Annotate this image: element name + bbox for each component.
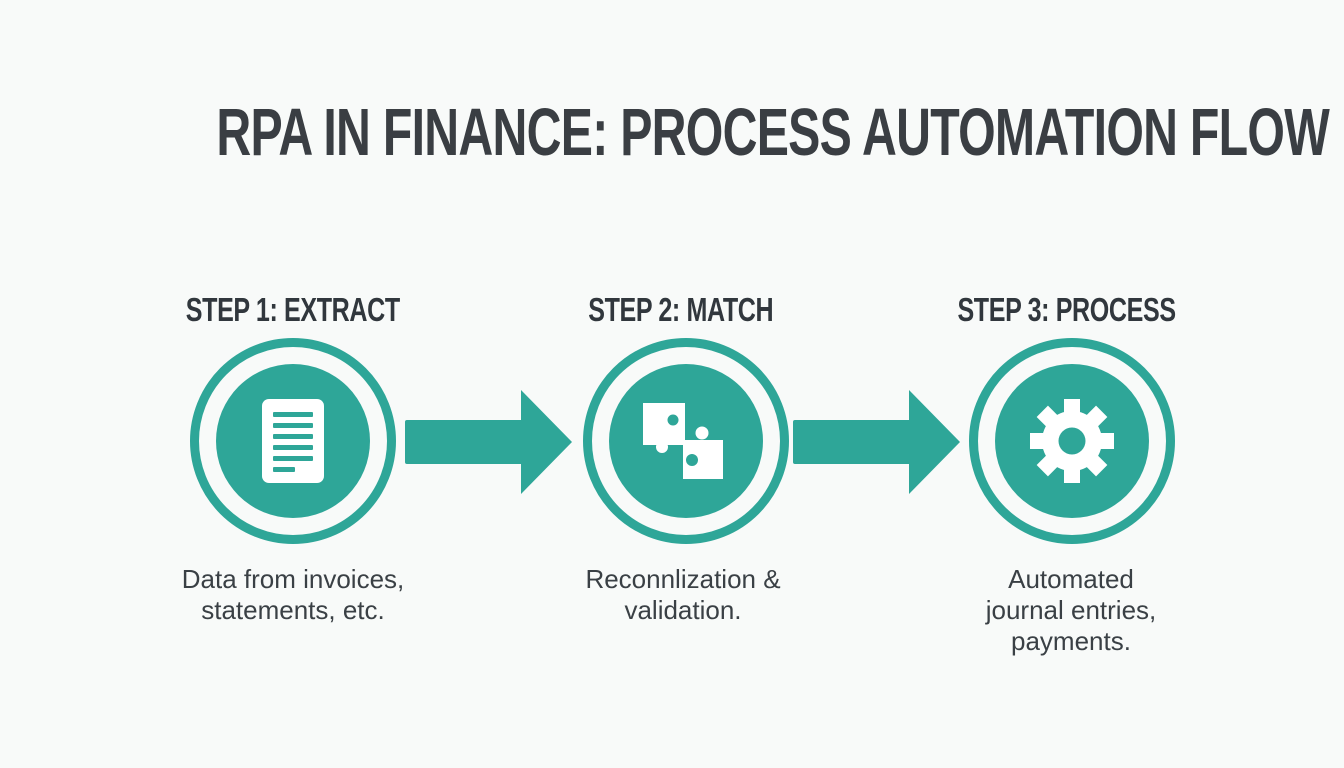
puzzle-icon — [643, 403, 723, 479]
step-3-badge-core — [995, 364, 1149, 518]
step-2-badge-ring — [583, 338, 789, 544]
step-1-heading: STEP 1: EXTRACT — [185, 291, 401, 328]
page-title: RPA IN FINANCE: PROCESS AUTOMATION FLOW — [0, 94, 1344, 171]
flow-arrow-2 — [793, 390, 960, 494]
page-title-text: RPA IN FINANCE: PROCESS AUTOMATION FLOW — [216, 95, 1330, 170]
step-3-caption: Automated journal entries, payments. — [985, 564, 1157, 656]
document-icon — [262, 399, 324, 483]
step-1-badge-core — [216, 364, 370, 518]
step-1-badge — [190, 338, 396, 544]
step-3-badge — [969, 338, 1175, 544]
step-1-caption: Data from invoices, statements, etc. — [181, 564, 405, 625]
step-2-caption: Reconnlization & validation. — [585, 564, 781, 625]
step-2-badge-core — [609, 364, 763, 518]
flow-arrow-1 — [405, 390, 572, 494]
step-2-heading: STEP 2: MATCH — [588, 291, 774, 328]
step-3-heading: STEP 3: PROCESS — [957, 291, 1177, 328]
step-2-badge — [583, 338, 789, 544]
gear-icon — [1030, 399, 1114, 483]
step-3-badge-ring — [969, 338, 1175, 544]
step-1-badge-ring — [190, 338, 396, 544]
